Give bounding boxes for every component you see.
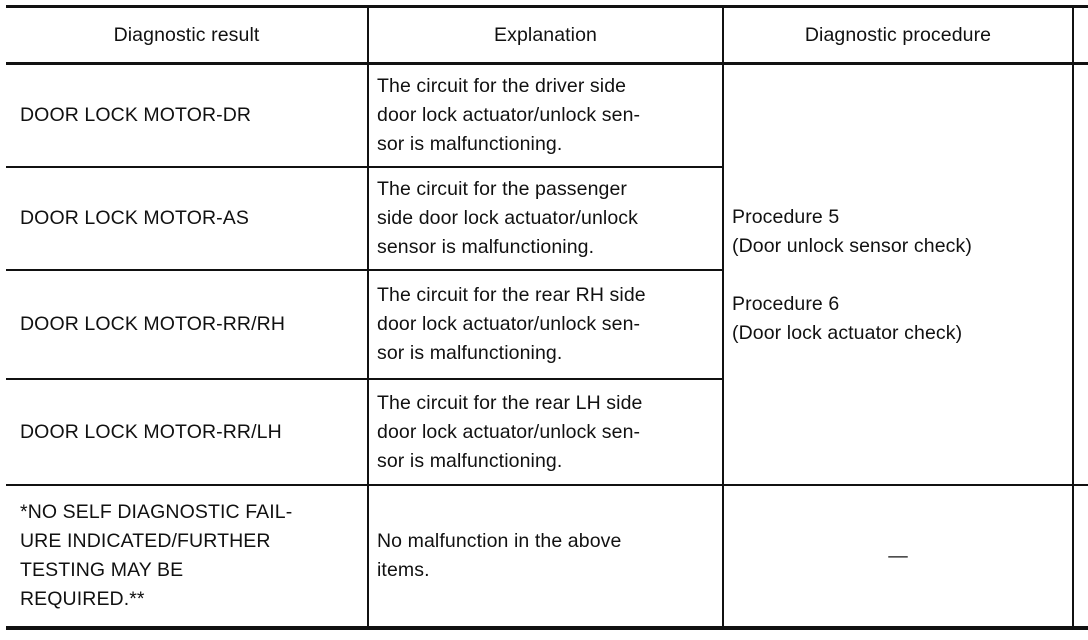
header-bottom-border [6,62,1088,65]
diagnostic-procedure-text: — [888,544,908,567]
diagnostic-result-cell: DOOR LOCK MOTOR-DR [20,65,365,166]
diagnostic-result-cell: DOOR LOCK MOTOR-RR/RH [20,271,365,378]
diagnostic-result-text: DOOR LOCK MOTOR-RR/RH [20,313,285,335]
explanation-text: The circuit for the rear RH side door lo… [377,284,646,364]
header-diagnostic-result: Diagnostic result [6,8,367,62]
explanation-text: The circuit for the rear LH side door lo… [377,391,643,472]
header-label: Diagnostic procedure [804,23,992,46]
diagnostic-result-cell: DOOR LOCK MOTOR-AS [20,168,365,269]
explanation-text: No malfunction in the above items. [377,530,622,581]
diagnostic-result-text: DOOR LOCK MOTOR-DR [20,104,252,126]
diagnostic-procedure-text: Procedure 5 (Door unlock sensor check) P… [732,205,972,344]
header-explanation: Explanation [369,8,722,62]
diagnostic-procedure-cell: Procedure 5 (Door unlock sensor check) P… [732,175,1070,375]
row-divider [6,269,724,271]
explanation-text: The circuit for the passenger side door … [377,178,638,258]
header-label: Diagnostic result [113,23,260,46]
explanation-text: The circuit for the driver side door loc… [377,75,641,155]
row-divider [6,378,724,380]
explanation-cell: No malfunction in the above items. [377,486,720,626]
row-divider [6,484,1088,486]
diagnostic-result-text: DOOR LOCK MOTOR-AS [20,207,249,229]
explanation-cell: The circuit for the driver side door loc… [377,65,720,166]
column-divider [722,5,724,629]
header-diagnostic-procedure: Diagnostic procedure [724,8,1072,62]
diagnostic-result-text: DOOR LOCK MOTOR-RR/LH [20,420,282,443]
header-label: Explanation [493,23,597,46]
diagnostic-procedure-cell: — [724,486,1072,626]
diagnostic-result-text: *NO SELF DIAGNOSTIC FAIL- URE INDICATED/… [20,501,293,610]
diagnostic-result-cell: DOOR LOCK MOTOR-RR/LH [20,380,365,484]
explanation-cell: The circuit for the passenger side door … [377,168,720,269]
table-top-border [6,5,1088,8]
explanation-cell: The circuit for the rear RH side door lo… [377,271,720,378]
table-right-border [1072,5,1074,629]
column-divider [367,5,369,629]
diagnostic-result-cell: *NO SELF DIAGNOSTIC FAIL- URE INDICATED/… [20,486,365,626]
table-bottom-border [6,626,1088,630]
explanation-cell: The circuit for the rear LH side door lo… [377,380,720,484]
row-divider [6,166,724,168]
